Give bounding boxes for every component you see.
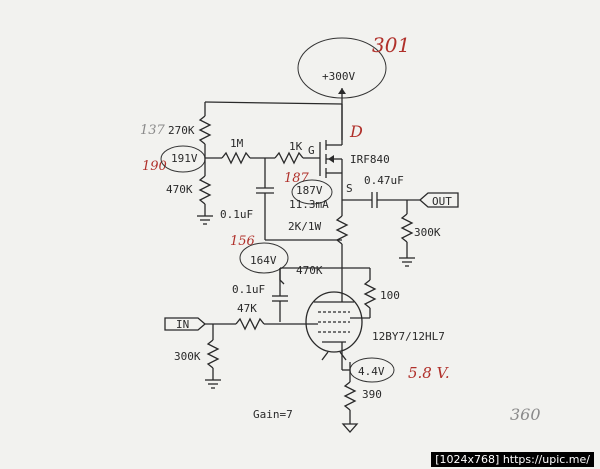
grid-resistor xyxy=(235,317,265,331)
mosfet-s: S xyxy=(346,182,353,195)
in-terminal: IN xyxy=(164,317,206,331)
feedback-capacitor-label: 0.1uF xyxy=(232,283,265,296)
feedback-capacitor xyxy=(272,295,288,322)
tube-label: 12BY7/12HL7 xyxy=(372,330,445,343)
out-label: OUT xyxy=(432,195,452,208)
load-resistor-label: 2K/1W xyxy=(288,220,321,233)
divider-top-label: 270K xyxy=(168,124,195,137)
divider-voltage: 191V xyxy=(171,152,198,165)
gate-stop-resistor xyxy=(221,151,251,165)
filter-capacitor xyxy=(256,158,342,241)
plate-note: 156 xyxy=(230,234,255,249)
source-voltage: 187V xyxy=(296,184,323,197)
mosfet-label: IRF840 xyxy=(350,153,390,166)
gate-stop-label: 1M xyxy=(230,137,244,150)
current-label: 11.3mA xyxy=(289,198,329,211)
mosfet-d: D xyxy=(349,122,363,141)
watermark: [1024x768] https://upic.me/ xyxy=(431,452,594,467)
gate-note: 187 xyxy=(284,171,310,186)
input-resistor-label: 300K xyxy=(174,350,201,363)
feedback-resistor-label: 470K xyxy=(296,264,323,277)
divider-bottom-label: 470K xyxy=(166,183,193,196)
divider-note: 190 xyxy=(142,159,167,174)
divider-bottom-resistor xyxy=(197,158,213,225)
cathode-resistor-label: 390 xyxy=(362,388,382,401)
input-resistor xyxy=(205,324,221,389)
supply-note: 301 xyxy=(372,33,410,57)
plate2-resistor-label: 100 xyxy=(380,289,400,302)
filter-capacitor-label: 0.1uF xyxy=(220,208,253,221)
supply-node: +300V xyxy=(297,37,387,140)
out-terminal: OUT xyxy=(419,192,459,208)
output-resistor-label: 300K xyxy=(414,226,441,239)
plate-voltage: 164V xyxy=(250,254,277,267)
load-resistor xyxy=(335,215,349,245)
supply-label: +300V xyxy=(322,70,355,83)
top-note: 137 xyxy=(140,123,166,138)
plate2-resistor xyxy=(363,268,377,318)
cathode-voltage: 4.4V xyxy=(358,365,385,378)
mosfet-g: G xyxy=(308,144,315,157)
gate-resistor xyxy=(274,151,304,165)
output-resistor xyxy=(399,200,415,267)
corner-note: 360 xyxy=(510,405,541,424)
mosfet xyxy=(319,104,343,200)
gate-resistor-label: 1K xyxy=(289,140,303,153)
tube xyxy=(305,268,370,370)
gain-label: Gain=7 xyxy=(253,408,293,421)
divider-top-resistor xyxy=(198,102,212,158)
cathode-resistor xyxy=(343,381,357,411)
output-capacitor-label: 0.47uF xyxy=(364,174,404,187)
grid-resistor-label: 47K xyxy=(237,302,257,315)
in-label: IN xyxy=(176,318,189,331)
cathode-note: 5.8 V. xyxy=(408,364,450,382)
